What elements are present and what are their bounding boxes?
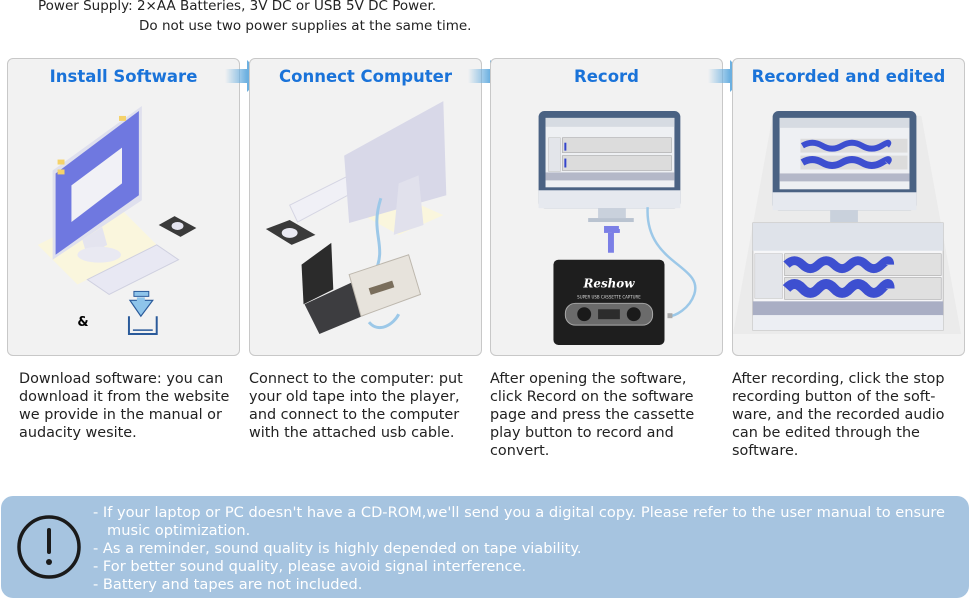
power-supply-info: Power Supply: 2×AA Batteries, 3V DC or U… bbox=[38, 0, 471, 36]
download-icon bbox=[127, 290, 158, 336]
step-title: Connect Computer bbox=[279, 67, 452, 86]
computer-illustration: & bbox=[37, 106, 197, 336]
player-brand: Reshow bbox=[583, 276, 636, 290]
step-description: After opening the software, click Record… bbox=[490, 371, 695, 459]
notes-list: - If your laptop or PC doesn't have a CD… bbox=[93, 504, 969, 594]
step-description: Connect to the computer: put your old ta… bbox=[249, 371, 463, 441]
step-title: Recorded and edited bbox=[751, 67, 946, 86]
player-subtitle: SUPER USB CASSETTE CAPTURE bbox=[577, 294, 641, 299]
power-supply-line-1: Power Supply: 2×AA Batteries, 3V DC or U… bbox=[38, 0, 437, 14]
step-title: Record bbox=[574, 67, 639, 86]
note-item: - As a reminder, sound quality is highly… bbox=[93, 540, 582, 557]
power-supply-line-2: Do not use two power supplies at the sam… bbox=[139, 18, 472, 34]
step-card-install-software: Install Software & bbox=[7, 58, 240, 356]
ampersand: & bbox=[77, 315, 88, 330]
step-card-connect-computer: Connect Computer bbox=[249, 58, 482, 356]
cassette-connect-icon bbox=[265, 101, 447, 335]
note-item: - For better sound quality, please avoid… bbox=[93, 558, 527, 575]
step-card-recorded-and-edited: Recorded and edited bbox=[732, 58, 965, 356]
note-item: - Battery and tapes are not included. bbox=[93, 576, 363, 593]
exclamation-circle-icon bbox=[17, 515, 81, 579]
record-monitor-icon: Reshow SUPER USB CASSETTE CAPTURE bbox=[538, 110, 697, 345]
note-item: - If your laptop or PC doesn't have a CD… bbox=[93, 504, 945, 539]
step-description: After recording, click the stop recordin… bbox=[732, 371, 945, 459]
step-card-record: Record Reshow SUPER USB CASSETTE CAPTURE bbox=[490, 58, 723, 356]
step-description: Download software: you can download it f… bbox=[19, 371, 230, 441]
step-title: Install Software bbox=[49, 67, 198, 86]
audio-editor-icon bbox=[733, 110, 962, 335]
notes-panel: - If your laptop or PC doesn't have a CD… bbox=[1, 496, 969, 598]
